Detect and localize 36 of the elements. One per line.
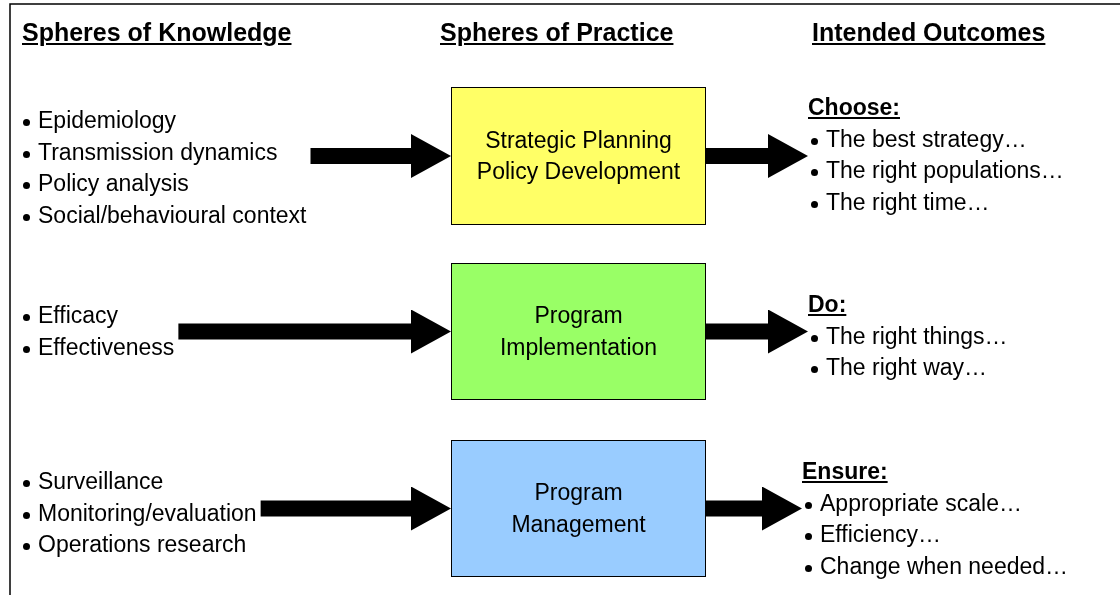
column-heading: Spheres of Practice [440,18,674,47]
process-box [451,87,706,225]
bullet-item: The right time… [808,186,990,218]
bullet-item: Operations research [20,529,247,561]
bullet-item: The right things… [808,320,1008,352]
box-label: Policy Development [476,157,681,186]
bullet-item: The right populations… [808,155,1064,187]
bullet-item: Appropriate scale… [802,487,1022,519]
bullet-item: Surveillance [20,466,164,498]
bullet-item: Transmission dynamics [20,136,278,168]
bullet-item: Social/behavioural context [20,199,307,231]
bullet-item: Policy analysis [20,168,189,200]
bullet-item: Monitoring/evaluation [20,497,257,529]
column-heading: Intended Outcomes [812,18,1046,47]
box-label: Strategic Planning [485,125,672,155]
block-arrow [310,134,451,178]
bullet-item: Change when needed… [802,550,1069,582]
process-box [451,263,706,400]
bullet-item: Efficacy [20,300,119,332]
bullet-item: Effectiveness [20,331,175,363]
outcome-heading: Choose: [808,93,900,122]
column-heading: Spheres of Knowledge [22,18,292,47]
block-arrow [706,486,802,531]
outcome-heading: Do: [808,290,847,319]
block-arrow [706,134,808,178]
bullet-item: Epidemiology [20,105,177,137]
block-arrow [260,486,451,531]
bullet-item: The best strategy… [808,123,1027,155]
block-arrow [178,309,451,354]
bullet-item: Efficiency… [802,519,941,551]
block-arrow [706,309,808,354]
bullet-item: The right way… [808,352,988,384]
process-box [451,440,706,577]
box-label: Program Implementation [498,301,659,362]
box-label: Program Management [510,478,647,539]
outcome-heading: Ensure: [802,457,888,486]
